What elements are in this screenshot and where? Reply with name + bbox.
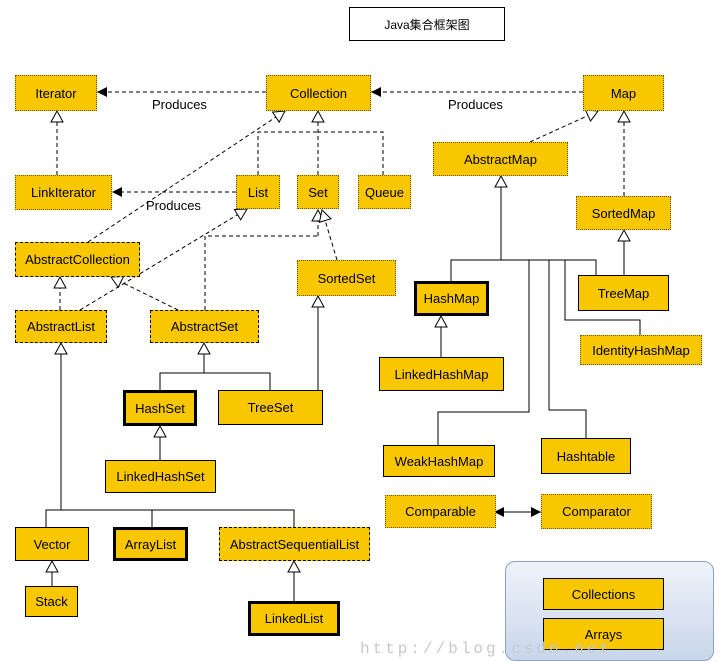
edge-hashmap-bus [450, 259, 597, 281]
set-node[interactable]: Set [297, 175, 339, 209]
identityhashmap-node[interactable]: IdentityHashMap [580, 335, 702, 365]
edge-abstractlist-list [79, 208, 248, 311]
list-node[interactable]: List [236, 175, 280, 209]
stack-node[interactable]: Stack [25, 586, 78, 617]
map-node[interactable]: Map [583, 75, 664, 111]
abstractmap-node[interactable]: AbstractMap [433, 142, 568, 176]
arrays-node[interactable]: Arrays [543, 618, 664, 650]
abstractcollection-node[interactable]: AbstractCollection [15, 242, 140, 277]
edge-identityhashmap-bus [564, 260, 641, 335]
edge-hashtable-bus [548, 260, 587, 438]
sortedset-node[interactable]: SortedSet [297, 260, 396, 296]
linkedhashmap-node[interactable]: LinkedHashMap [379, 357, 504, 391]
iterator-node[interactable]: Iterator [15, 75, 97, 111]
produces-label: Produces [146, 198, 201, 213]
hashtable-node[interactable]: Hashtable [541, 438, 631, 474]
edge-sortedset-set [318, 208, 338, 261]
diagram-title: Java集合框架图 [349, 7, 505, 41]
hashmap-node[interactable]: HashMap [414, 281, 489, 316]
edge-abstractset-abstractcollection [110, 275, 179, 311]
watermark: http://blog.csdn.net [360, 640, 613, 658]
abstractlist-node[interactable]: AbstractList [15, 310, 107, 343]
edge-hashset-treeset-bus [159, 372, 271, 390]
edge-weakhashmap-bus [437, 260, 530, 445]
treemap-node[interactable]: TreeMap [578, 275, 669, 311]
hashset-node[interactable]: HashSet [123, 390, 197, 426]
arraylist-node[interactable]: ArrayList [113, 527, 188, 561]
weakhashmap-node[interactable]: WeakHashMap [383, 445, 495, 477]
produces-label: Produces [448, 97, 503, 112]
queue-node[interactable]: Queue [358, 175, 411, 209]
edge-list-collection [257, 131, 318, 175]
abstractset-node[interactable]: AbstractSet [150, 310, 259, 343]
edge-list-impl-bus [45, 509, 295, 527]
linkedhashset-node[interactable]: LinkedHashSet [105, 460, 216, 493]
comparator-node[interactable]: Comparator [541, 494, 652, 529]
linkedlist-node[interactable]: LinkedList [248, 601, 340, 636]
sortedmap-node[interactable]: SortedMap [576, 196, 671, 230]
edge-abstractcollection-collection [87, 110, 286, 243]
collection-node[interactable]: Collection [266, 75, 371, 111]
edge-abstractset-set-a [204, 235, 318, 310]
linkiterator-node[interactable]: LinkIterator [15, 175, 112, 210]
edge-queue-collection [318, 131, 384, 175]
comparable-node[interactable]: Comparable [385, 495, 496, 528]
vector-node[interactable]: Vector [15, 527, 89, 561]
treeset-node[interactable]: TreeSet [218, 390, 323, 425]
abstractsequentiallist-node[interactable]: AbstractSequentialList [219, 527, 370, 561]
produces-label: Produces [152, 97, 207, 112]
collections-node[interactable]: Collections [543, 578, 664, 610]
edge-abstractmap-map [529, 109, 599, 143]
